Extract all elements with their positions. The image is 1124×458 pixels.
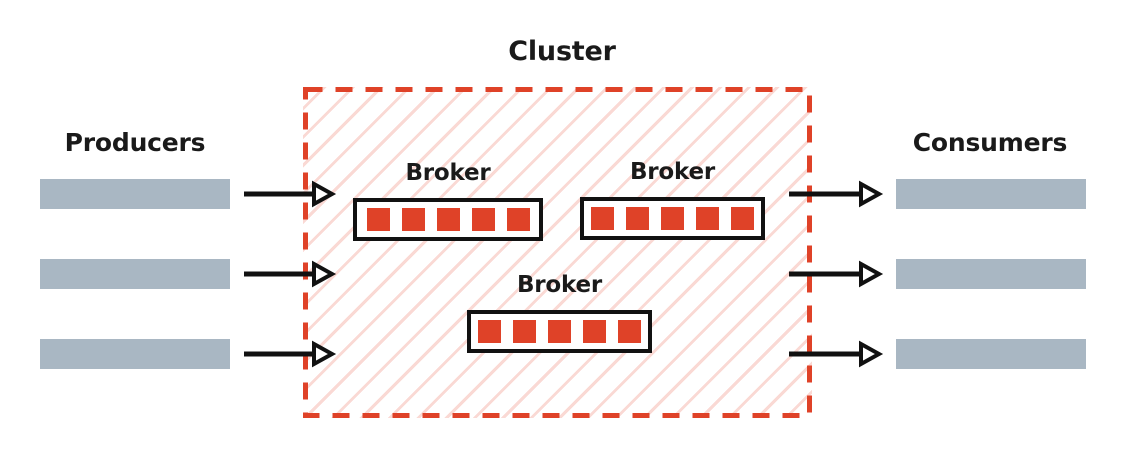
broker-2-label: Broker xyxy=(629,159,716,185)
producers-title: Producers xyxy=(64,128,206,157)
broker-3-partition-5[interactable] xyxy=(618,320,641,343)
broker-1-partition-3[interactable] xyxy=(436,208,460,231)
broker-2-box[interactable] xyxy=(580,197,765,240)
consumer-bar-1[interactable] xyxy=(896,179,1086,209)
producer-arrow-2 xyxy=(244,260,337,288)
broker-2-partition-1[interactable] xyxy=(591,207,614,230)
consumer-arrow-1 xyxy=(789,180,884,208)
cluster-hatch-fill xyxy=(303,87,812,418)
consumer-arrow-2 xyxy=(789,260,884,288)
consumer-arrow-3 xyxy=(789,340,884,368)
broker-2-label-wrap: Broker xyxy=(580,159,765,185)
broker-1-label-wrap: Broker xyxy=(353,160,543,186)
producer-bar-1[interactable] xyxy=(40,179,230,209)
broker-2-partition-4[interactable] xyxy=(696,207,719,230)
producer-bar-2[interactable] xyxy=(40,259,230,289)
consumers-title: Consumers xyxy=(912,128,1068,157)
broker-2-partition-2[interactable] xyxy=(626,207,649,230)
broker-3-partition-1[interactable] xyxy=(478,320,501,343)
broker-3-partition-4[interactable] xyxy=(583,320,606,343)
broker-3-label-wrap: Broker xyxy=(467,272,652,298)
cluster-title: Cluster xyxy=(508,36,616,67)
broker-3-box[interactable] xyxy=(467,310,652,353)
broker-1-partition-1[interactable] xyxy=(366,208,390,231)
consumer-bar-3[interactable] xyxy=(896,339,1086,369)
producer-arrow-1 xyxy=(244,180,337,208)
broker-2-partition-3[interactable] xyxy=(661,207,684,230)
broker-3-partition-2[interactable] xyxy=(513,320,536,343)
producer-arrow-3 xyxy=(244,340,337,368)
broker-1-box[interactable] xyxy=(353,198,543,241)
broker-1-label: Broker xyxy=(405,160,491,186)
cluster-region xyxy=(303,87,812,418)
broker-1-partition-5[interactable] xyxy=(506,208,530,231)
broker-3-label: Broker xyxy=(516,272,603,298)
consumer-bar-2[interactable] xyxy=(896,259,1086,289)
broker-1-partition-4[interactable] xyxy=(471,208,495,231)
broker-3-partition-3[interactable] xyxy=(548,320,571,343)
broker-2-partition-5[interactable] xyxy=(731,207,754,230)
producer-bar-3[interactable] xyxy=(40,339,230,369)
broker-1-partition-2[interactable] xyxy=(401,208,425,231)
